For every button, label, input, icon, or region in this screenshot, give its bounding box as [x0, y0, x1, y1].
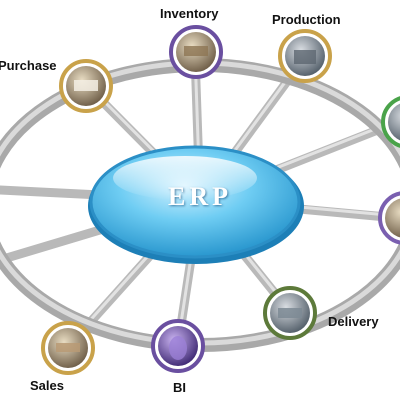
- module-node-sales[interactable]: [41, 321, 95, 375]
- module-label-inventory: Inventory: [160, 6, 219, 21]
- module-node-production[interactable]: [278, 29, 332, 83]
- module-node-right-lower[interactable]: [378, 191, 400, 245]
- module-node-bi[interactable]: [151, 319, 205, 373]
- module-label-production: Production: [272, 12, 341, 27]
- module-node-right-upper[interactable]: [381, 96, 400, 148]
- module-node-inventory[interactable]: [169, 25, 223, 79]
- module-label-bi: BI: [173, 380, 186, 395]
- module-photo-icon: [385, 198, 400, 238]
- module-node-purchase[interactable]: [59, 59, 113, 113]
- module-node-delivery[interactable]: [263, 286, 317, 340]
- erp-hub[interactable]: [88, 145, 304, 264]
- module-photo-icon: [388, 103, 400, 141]
- module-label-delivery: Delivery: [328, 314, 379, 329]
- erp-hub-label: ERP: [168, 182, 232, 211]
- module-label-purchase: Purchase: [0, 58, 57, 73]
- module-label-sales: Sales: [30, 378, 64, 393]
